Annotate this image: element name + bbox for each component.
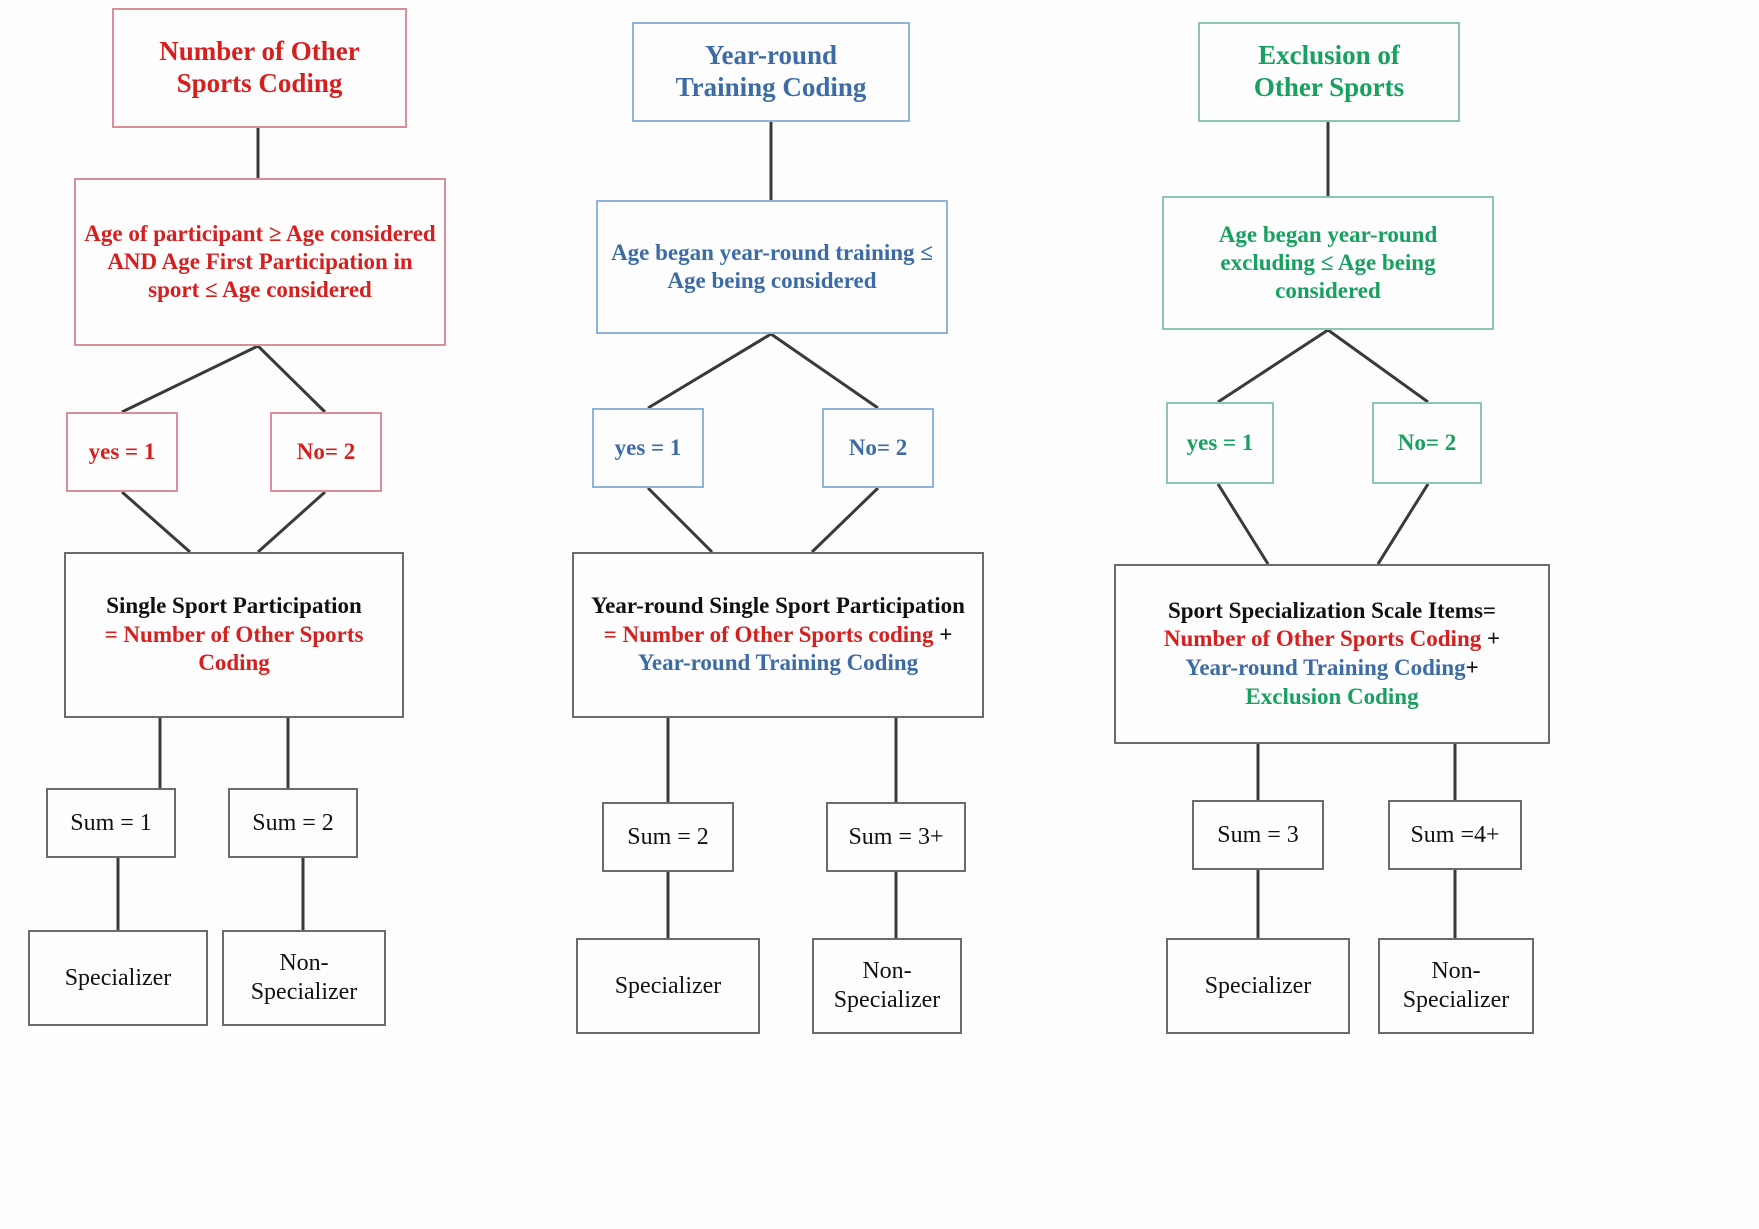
column-1-yes-box: yes = 1 [66,412,178,492]
column-3-title-text: Exclusion of Other Sports [1253,40,1405,102]
column-1-condition-box: Age of participant ≥ Age considered AND … [74,178,446,346]
column-2-summary-head: Year-round Single Sport Participation [591,592,965,618]
column-1-outcome-left-box: Specializer [28,930,208,1026]
column-2-no-label: No= 2 [848,435,908,461]
column-3-no-label: No= 2 [1397,430,1457,456]
column-2-summary-part-0: = Number of Other Sports coding [603,621,934,647]
column-2-yes-box: yes = 1 [592,408,704,488]
column-1-title-text: Number of Other Sports Coding [159,36,360,98]
column-1-sum-right-box: Sum = 2 [228,788,358,858]
column-3-summary-part-3: + [1465,655,1479,680]
column-3-summary-box: Sport Specialization Scale Items= Number… [1114,564,1550,744]
column-2-outcome-left-box: Specializer [576,938,760,1034]
column-3-sum-right-label: Sum =4+ [1410,821,1500,848]
column-1-yes-label: yes = 1 [88,439,156,465]
column-1-condition-text: Age of participant ≥ Age considered AND … [84,220,436,303]
column-2-outcome-left-label: Specializer [614,972,722,999]
column-3-condition-box: Age began year-round excluding ≤ Age bei… [1162,196,1494,330]
column-3-sum-left-box: Sum = 3 [1192,800,1324,870]
column-3-outcome-right-box: Non- Specializer [1378,938,1534,1034]
column-2-summary-part-2: Year-round Training Coding [637,650,919,676]
column-1-sum-left-box: Sum = 1 [46,788,176,858]
column-3-outcome-left-box: Specializer [1166,938,1350,1034]
column-3-condition-text: Age began year-round excluding ≤ Age bei… [1218,221,1438,304]
column-2-title-text: Year-round Training Coding [675,40,867,102]
column-3-summary-part-1: + [1481,626,1501,652]
column-1-summary-box: Single Sport Participation = Number of O… [64,552,404,718]
column-2-condition-text: Age began year-round training ≤ Age bein… [611,239,933,293]
column-3-yes-label: yes = 1 [1186,430,1254,456]
column-1-title-box: Number of Other Sports Coding [112,8,407,128]
column-2-sum-left-box: Sum = 2 [602,802,734,872]
column-2-title-box: Year-round Training Coding [632,22,910,122]
column-1-outcome-right-label: Non- Specializer [250,950,358,1005]
column-3-sum-right-box: Sum =4+ [1388,800,1522,870]
column-2-condition-box: Age began year-round training ≤ Age bein… [596,200,948,334]
column-2-sum-right-box: Sum = 3+ [826,802,966,872]
column-1-outcome-right-box: Non- Specializer [222,930,386,1026]
column-3-no-box: No= 2 [1372,402,1482,484]
column-3-summary-part-0: Number of Other Sports Coding [1163,626,1482,652]
column-3-summary-head: Sport Specialization Scale Items= [1167,597,1497,623]
column-1-sum-left-label: Sum = 1 [70,809,152,836]
column-1-no-box: No= 2 [270,412,382,492]
column-1-no-label: No= 2 [296,439,356,465]
column-2-yes-label: yes = 1 [614,435,682,461]
column-2-sum-right-label: Sum = 3+ [848,823,944,850]
column-2-summary-part-1: + [933,621,953,647]
column-3-outcome-left-label: Specializer [1204,972,1312,999]
column-2-outcome-right-box: Non- Specializer [812,938,962,1034]
column-3-outcome-right-label: Non- Specializer [1402,958,1510,1013]
column-1-summary-head: Single Sport Participation [106,592,362,618]
column-2-sum-left-label: Sum = 2 [627,823,709,850]
column-2-summary-box: Year-round Single Sport Participation = … [572,552,984,718]
column-3-title-box: Exclusion of Other Sports [1198,22,1460,122]
column-1-sum-right-label: Sum = 2 [252,809,334,836]
column-1-outcome-left-label: Specializer [64,964,172,991]
column-3-sum-left-label: Sum = 3 [1217,821,1299,848]
column-2-outcome-right-label: Non- Specializer [833,958,941,1013]
column-3-summary-part-2: Year-round Training Coding [1185,655,1466,680]
column-3-summary-part-4: Exclusion Coding [1245,683,1419,709]
column-1-summary-part-0: = Number of Other Sports Coding [104,621,364,676]
column-2-no-box: No= 2 [822,408,934,488]
column-3-yes-box: yes = 1 [1166,402,1274,484]
